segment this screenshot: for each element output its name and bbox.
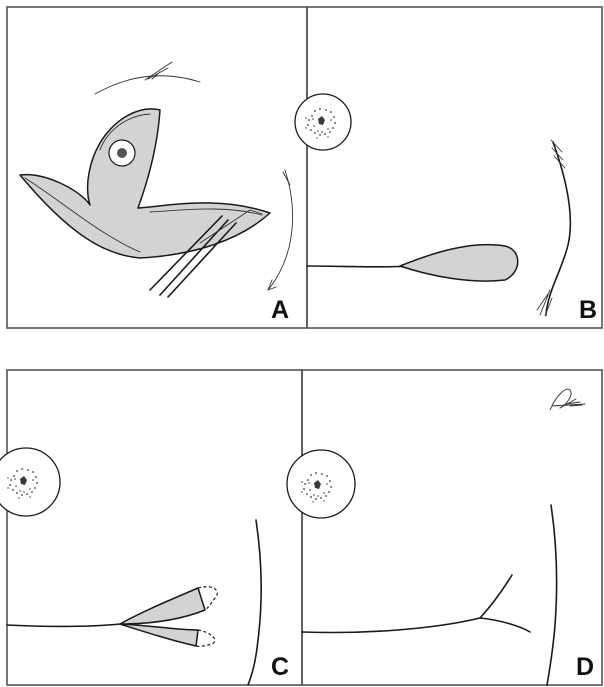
panel-d-lower-scar-limb xyxy=(480,618,530,632)
panel-b: B xyxy=(295,7,602,328)
panel-d-frame xyxy=(302,370,602,685)
panel-b-body-contour xyxy=(546,142,570,315)
panel-a-body-contour xyxy=(268,170,293,290)
panel-a-label: A xyxy=(271,296,289,324)
panel-c: C xyxy=(0,370,302,685)
panel-c-areola xyxy=(0,448,60,516)
panel-b-flap-defect xyxy=(400,245,518,281)
panel-c-incision xyxy=(7,624,120,626)
panel-c-label: C xyxy=(271,653,289,681)
panel-c-body-contour xyxy=(248,520,261,685)
panel-b-frame xyxy=(307,7,602,328)
panel-d-label: D xyxy=(576,653,594,681)
panel-d-horizontal-scar xyxy=(302,618,480,632)
panel-a: A xyxy=(7,7,307,328)
panel-b-incision xyxy=(307,266,410,267)
panel-d-body-contour xyxy=(547,505,557,685)
panel-a-frame xyxy=(7,7,307,328)
panel-c-upper-flap xyxy=(120,588,205,624)
panel-b-label: B xyxy=(579,296,597,324)
panel-d: D xyxy=(287,370,602,685)
panel-a-flap xyxy=(20,109,270,258)
panel-d-upper-scar-limb xyxy=(480,575,512,618)
panel-c-lower-flap xyxy=(120,624,198,646)
artist-signature xyxy=(550,389,585,410)
